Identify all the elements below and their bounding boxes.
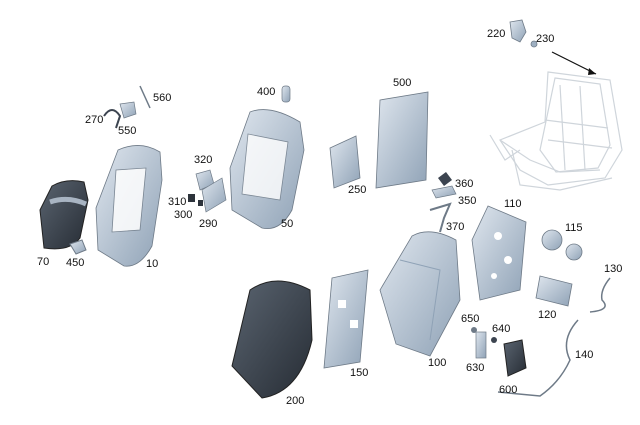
callout-600: 600	[499, 384, 518, 396]
part-100	[379, 231, 461, 357]
callout-650: 650	[461, 313, 480, 325]
callout-70: 70	[37, 256, 50, 268]
part-600	[503, 339, 527, 377]
part-560	[139, 85, 151, 109]
part-550	[119, 101, 137, 119]
part-270	[103, 109, 122, 129]
callout-400: 400	[257, 86, 276, 98]
part-450	[69, 239, 87, 255]
part-360	[438, 172, 452, 186]
part-370	[429, 202, 452, 233]
callout-140: 140	[575, 349, 594, 361]
callout-270: 270	[85, 114, 104, 126]
callout-115: 115	[565, 222, 583, 234]
part-500	[375, 91, 429, 189]
part-220	[509, 19, 538, 48]
part-150	[323, 269, 369, 369]
part-290	[201, 177, 227, 213]
part-120	[535, 275, 573, 307]
callout-500: 500	[393, 77, 412, 89]
callout-290: 290	[199, 218, 218, 230]
part-310	[188, 194, 195, 202]
callout-550: 550	[118, 125, 137, 137]
callout-50: 50	[281, 218, 294, 230]
callout-200: 200	[286, 395, 305, 407]
part-115	[541, 229, 583, 261]
part-650	[471, 327, 477, 333]
callout-300: 300	[174, 209, 193, 221]
part-640	[491, 337, 497, 343]
callout-250: 250	[348, 184, 367, 196]
part-630	[475, 331, 487, 359]
callout-230: 230	[536, 33, 555, 45]
part-350	[431, 185, 457, 199]
callout-360: 360	[455, 178, 474, 190]
part-110	[471, 205, 527, 301]
part-10	[95, 145, 163, 267]
part-300	[198, 200, 203, 206]
part-140	[497, 319, 579, 397]
callout-630: 630	[466, 362, 485, 374]
callout-100: 100	[428, 357, 447, 369]
part-130	[589, 277, 611, 313]
arrow-head-icon	[588, 68, 596, 75]
callout-10: 10	[146, 258, 159, 270]
callout-560: 560	[153, 92, 172, 104]
callout-220: 220	[487, 28, 506, 40]
callout-110: 110	[504, 198, 522, 210]
callout-450: 450	[66, 257, 85, 269]
callout-370: 370	[446, 221, 465, 233]
part-400	[281, 85, 291, 103]
seat-frame-overview	[489, 71, 623, 191]
part-70	[39, 180, 89, 250]
callout-320: 320	[194, 154, 213, 166]
callout-150: 150	[350, 367, 369, 379]
callout-310: 310	[168, 196, 187, 208]
part-250	[329, 135, 361, 189]
part-200	[231, 280, 313, 399]
callout-350: 350	[458, 195, 477, 207]
part-50	[229, 109, 305, 229]
callout-120: 120	[538, 309, 557, 321]
callout-130: 130	[604, 263, 623, 275]
callout-640: 640	[492, 323, 511, 335]
